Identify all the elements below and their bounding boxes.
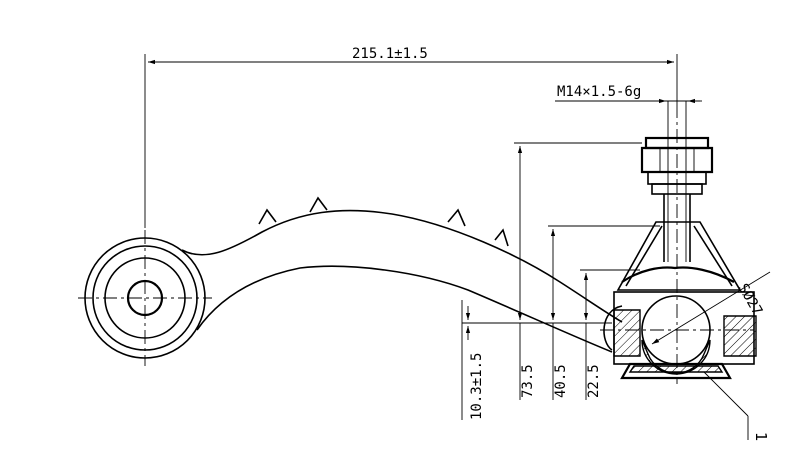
- arm-body: [181, 196, 623, 353]
- center-lines: [78, 104, 754, 384]
- dim-overall-length: 215.1±1.5: [144, 46, 678, 228]
- ball-joint-housing: [603, 120, 757, 380]
- part-callout: 1: [703, 371, 770, 442]
- height-total-text: 73.5: [520, 364, 536, 398]
- dim-thread: M14×1.5-6g: [555, 84, 702, 120]
- offset-text: 10.3±1.5: [469, 353, 485, 420]
- thread-text: M14×1.5-6g: [557, 84, 641, 100]
- height-ball-text: 40.5: [553, 364, 569, 398]
- overall-length-text: 215.1±1.5: [352, 46, 428, 62]
- part-number-text: 1: [752, 432, 770, 442]
- sphere-text: SØ27: [735, 281, 766, 318]
- height-center-text: 22.5: [586, 364, 602, 398]
- dim-heights: 73.5 40.5 22.5 10.3±1.5: [461, 142, 660, 420]
